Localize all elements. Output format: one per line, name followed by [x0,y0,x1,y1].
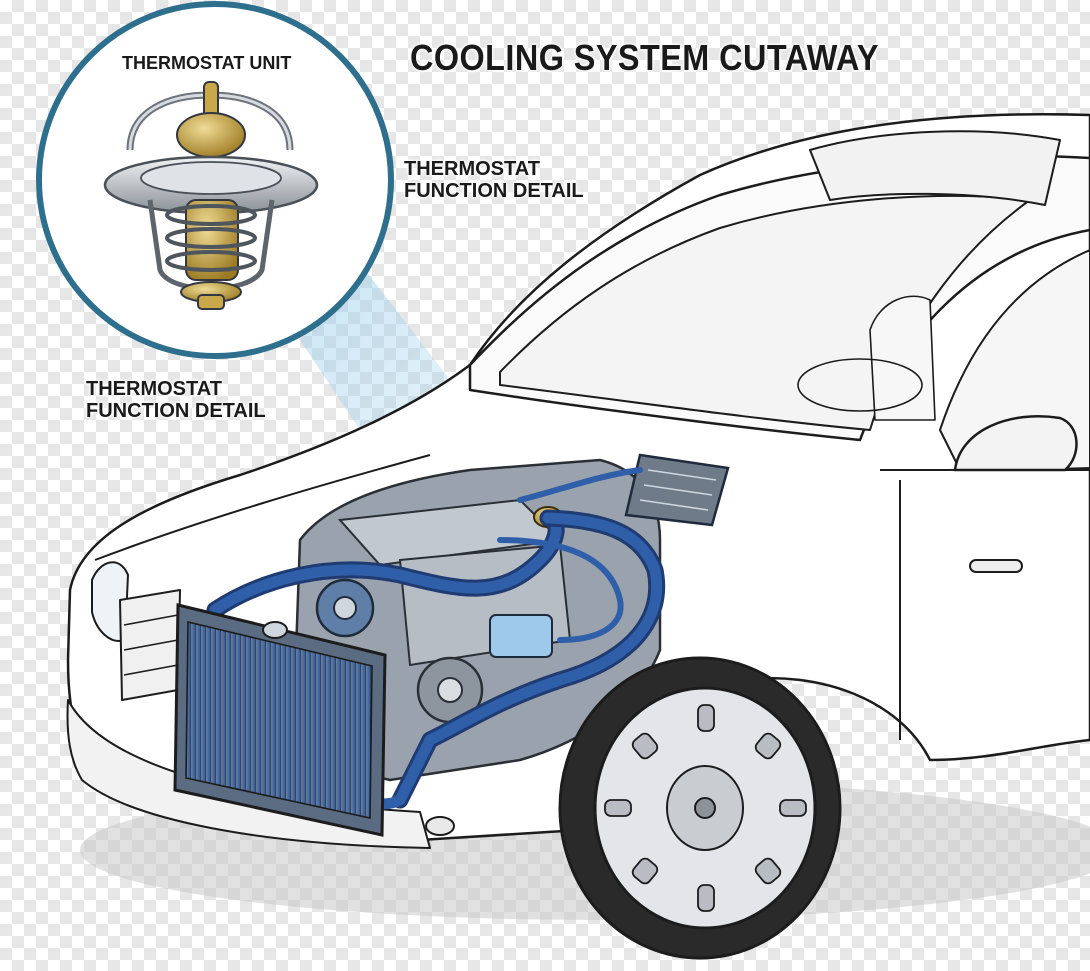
callout-thermostat-function-detail: THERMOSTAT FUNCTION DETAIL [86,378,266,423]
coolant-hoses [206,467,666,810]
inset-title: THERMOSTAT UNIT [122,53,292,73]
front-wheel [558,656,842,960]
callout-line-2: FUNCTION DETAIL [86,400,266,423]
callout-thermostat-function-detail: THERMOSTAT FUNCTION DETAIL [404,158,584,203]
callout-line-2: FUNCTION DETAIL [404,180,584,203]
callout-line-1: THERMOSTAT [404,158,540,180]
radiator [173,603,387,837]
callout-line-1: THERMOSTAT [86,378,222,400]
diagram-title: COOLING SYSTEM CUTAWAY [410,37,879,78]
engine-assembly [293,453,730,782]
thermostat-icon [103,81,319,310]
